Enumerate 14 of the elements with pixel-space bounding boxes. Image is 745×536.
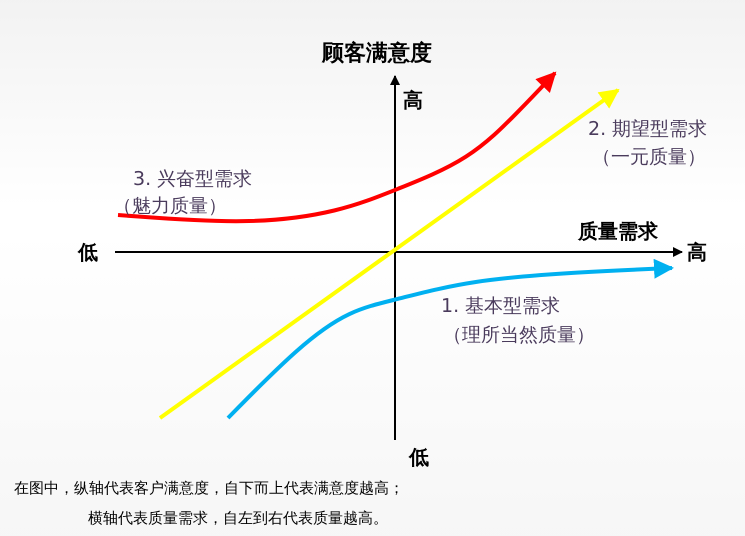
axis-title: 质量需求 [578, 220, 658, 242]
axis-label: 低 [78, 241, 98, 263]
curve-label: （理所当然质量） [443, 325, 595, 346]
axis-title: 顾客满意度 [322, 42, 432, 66]
curve-label: （一元质量） [592, 147, 706, 168]
caption-text: 横轴代表质量需求，自左到右代表质量越高。 [88, 510, 388, 526]
axis-label: 高 [403, 89, 423, 111]
axis-label: 高 [687, 241, 707, 263]
axis-label: 低 [409, 446, 429, 468]
caption-text: 在图中，纵轴代表客户满意度，自下而上代表满意度越高； [14, 480, 404, 496]
curve-label: 3. 兴奋型需求 [133, 169, 252, 190]
curve-label: （魅力质量） [113, 196, 227, 217]
curve-label: 2. 期望型需求 [588, 119, 708, 140]
curve-label: 1. 基本型需求 [441, 296, 560, 317]
